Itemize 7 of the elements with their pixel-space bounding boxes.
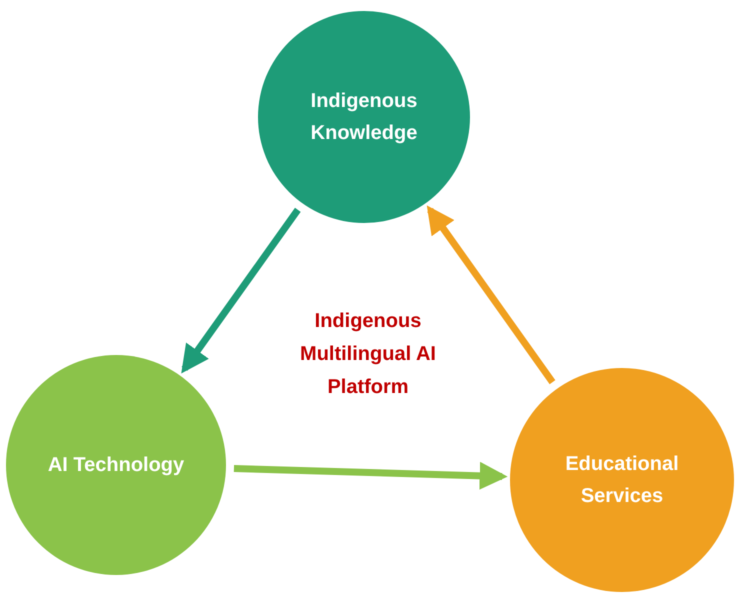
arrow [426,205,556,384]
node-label: Educational Services [564,452,680,509]
node-label: Indigenous Knowledge [310,89,418,146]
node-label: AI Technology [48,453,184,478]
arrow [181,208,301,374]
center-title: Indigenous Multilingual AI Platform [299,309,437,400]
arrow [234,462,508,490]
